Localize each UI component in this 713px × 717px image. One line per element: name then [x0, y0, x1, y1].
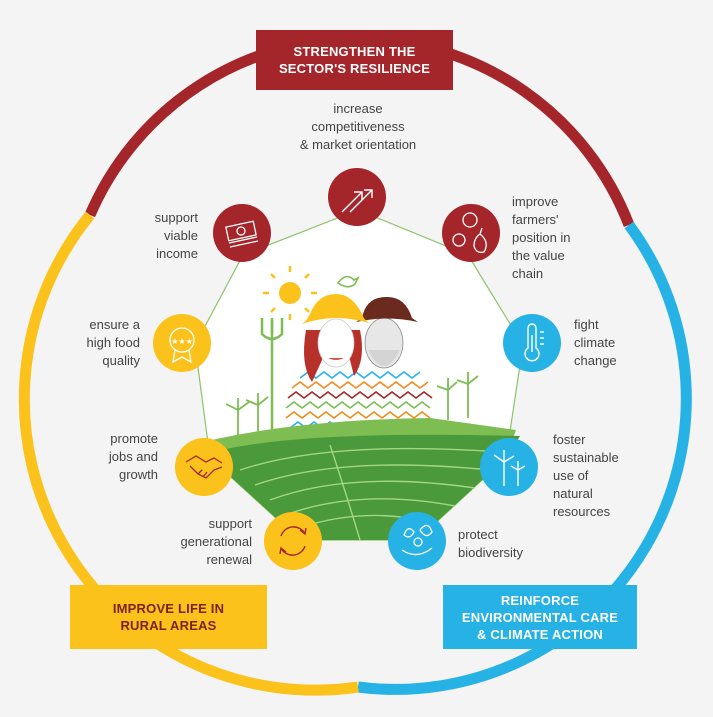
svg-text:★★★: ★★★	[171, 337, 193, 346]
label-line: foster	[553, 432, 586, 447]
label-line: income	[156, 246, 198, 261]
box-line: REINFORCE	[500, 592, 580, 608]
icon-circle-resources	[480, 438, 538, 496]
label-line: protect	[458, 527, 498, 542]
quality-badge-icon: ★★★	[169, 327, 195, 364]
label-line: improve	[512, 194, 559, 209]
label-line: jobs and	[108, 449, 158, 464]
label-line: natural	[553, 486, 593, 501]
box-line: RURAL AREAS	[120, 618, 217, 633]
ring-arc-environment	[357, 221, 692, 695]
label-line: promote	[110, 431, 158, 446]
label-line: growth	[118, 467, 158, 482]
label-line: sustainable	[553, 450, 619, 465]
box-line: STRENGTHEN THE	[293, 44, 416, 59]
label-line: & market orientation	[299, 137, 417, 152]
handshake-icon	[185, 455, 223, 479]
bird-icon	[336, 275, 360, 288]
renewal-arrows-icon	[279, 526, 307, 556]
growth-arrows-icon	[341, 189, 373, 213]
label-line: change	[574, 353, 617, 368]
box-line: & CLIMATE ACTION	[477, 626, 603, 642]
label-line: high food	[86, 335, 141, 350]
icon-circle-jobs	[175, 438, 233, 496]
pitchfork-icon	[260, 318, 284, 440]
label-generational: support generational renewal	[150, 515, 252, 569]
icon-circle-generational	[264, 512, 322, 570]
label-line: fight	[574, 317, 599, 332]
label-line: farmers'	[512, 212, 559, 227]
label-line: resources	[553, 504, 611, 519]
man-farmer	[356, 296, 418, 369]
label-line: position in	[512, 230, 571, 245]
sun-icon	[263, 266, 317, 320]
label-biodiversity: protect biodiversity	[458, 526, 558, 562]
icon-circle-income	[213, 204, 271, 262]
label-line: competitiveness	[311, 119, 405, 134]
label-line: ensure a	[89, 317, 140, 332]
label-resources: foster sustainable use of natural resources	[553, 431, 653, 521]
label-line: quality	[102, 353, 140, 368]
label-line: use of	[553, 468, 589, 483]
label-jobs: promote jobs and growth	[70, 430, 158, 484]
ring-arc-social	[18, 211, 359, 696]
woman-farmer	[302, 294, 372, 382]
category-box-resilience: STRENGTHEN THE SECTOR'S RESILIENCE	[256, 30, 453, 90]
banknotes-icon	[225, 220, 259, 248]
label-line: support	[208, 516, 252, 531]
fruits-icon	[452, 212, 487, 254]
label-line: biodiversity	[458, 545, 524, 560]
label-food-quality: ensure a high food quality	[50, 316, 141, 370]
icon-circle-food-quality	[153, 314, 211, 372]
thermometer-icon	[524, 323, 544, 362]
butterfly-icon	[401, 524, 433, 556]
label-line: climate	[574, 335, 616, 350]
label-line: chain	[512, 266, 544, 281]
label-line: viable	[164, 228, 198, 243]
label-climate: fight climate change	[574, 316, 654, 370]
category-box-rural: IMPROVE LIFE IN RURAL AREAS	[70, 585, 267, 649]
label-line: renewal	[206, 552, 252, 567]
right-turbines	[436, 372, 479, 420]
label-value-chain: improve farmers' position in the value chain	[512, 193, 612, 283]
label-line: the value	[512, 248, 565, 263]
label-income: support viable income	[110, 209, 198, 263]
fields	[210, 418, 520, 541]
icon-circle-biodiversity	[388, 512, 446, 570]
label-line: increase	[333, 101, 383, 116]
label-line: generational	[180, 534, 252, 549]
label-competitiveness: increase competitiveness & market orientat…	[288, 100, 428, 154]
box-line: IMPROVE LIFE IN	[112, 601, 225, 616]
label-line: support	[154, 210, 198, 225]
wind-turbine-icon	[493, 450, 526, 486]
box-line: ENVIRONMENTAL CARE	[461, 609, 619, 625]
box-line: SECTOR'S RESILIENCE	[278, 61, 431, 76]
